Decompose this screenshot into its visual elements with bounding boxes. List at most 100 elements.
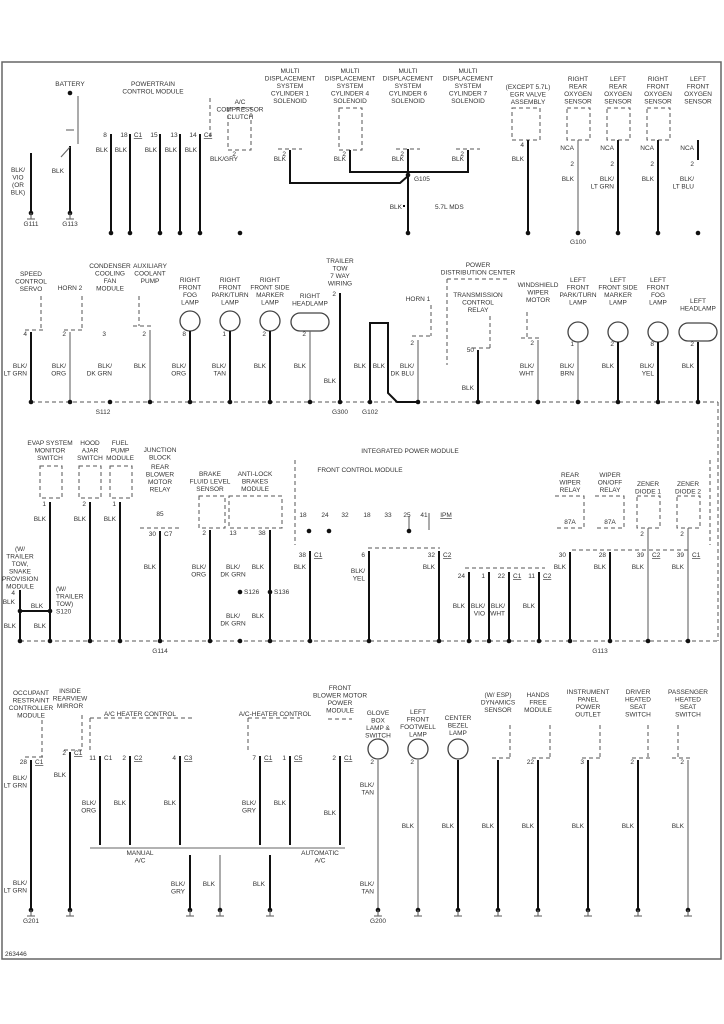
wire-color-label: BLK/ORG — [171, 363, 186, 378]
splice-dot — [405, 230, 411, 236]
splice-dot — [685, 638, 691, 644]
splice-dot — [475, 399, 481, 405]
pin-number: 2 — [82, 501, 86, 508]
pin-number: 2 — [680, 531, 684, 538]
splice-dot — [567, 638, 573, 644]
pin-number: 15 — [150, 132, 158, 139]
zener2-outline — [676, 495, 701, 529]
lamp-icon — [607, 321, 629, 343]
lamp-icon — [407, 738, 429, 760]
pin-number: 13 — [229, 530, 237, 537]
splice-dot — [197, 230, 203, 236]
wire-color-label: BLK/GRY — [171, 881, 186, 896]
pin-number: 1 — [481, 573, 485, 580]
connector-label: IPM — [440, 512, 452, 519]
pin-number: 2 — [650, 161, 654, 168]
wire-color-label: BLK — [373, 363, 386, 370]
brake-fluid-outline — [198, 495, 226, 529]
pin-number: 2 — [202, 530, 206, 537]
wire-color-label: BLK — [203, 881, 216, 888]
wire-color-label: BLK — [52, 168, 65, 175]
splice-dot — [575, 399, 581, 405]
pin-number: 11 — [528, 573, 535, 580]
ground-label: G102 — [362, 409, 378, 416]
splice-dot — [207, 638, 213, 644]
pin-number: 14 — [189, 132, 197, 139]
pin-number: 2 — [282, 151, 286, 158]
wire-color-label: BLK — [185, 147, 198, 154]
wire-color-label: BLK — [324, 378, 337, 385]
ac-heater-control-auto-label: A/C-HEATER CONTROL — [239, 711, 312, 718]
mds-note: 5.7L MDS — [435, 204, 464, 211]
pin-number: 38 — [299, 552, 307, 559]
pin-number: 30 — [149, 531, 157, 538]
lamp-icon — [179, 310, 201, 332]
pin-number: 18 — [120, 132, 128, 139]
pin-number: 2 — [262, 331, 266, 338]
wire-color-label: BLK/YEL — [351, 568, 365, 583]
g114-label: G114 — [152, 648, 168, 655]
wire-color-label: BLK/LT GRN — [4, 880, 28, 895]
figure-id: 263446 — [5, 951, 27, 958]
wire-color-label: BLK — [134, 363, 147, 370]
ground-label: G300 — [332, 409, 348, 416]
wire-color-label: BLK — [254, 363, 267, 370]
pin-number: 13 — [170, 132, 178, 139]
wire-color-label: BLK — [252, 613, 265, 620]
s136-label: S136 — [274, 589, 290, 596]
wire-color-label: BLK/DK BLU — [391, 363, 415, 378]
splice-dot — [615, 230, 621, 236]
wire-color-label: BLK — [672, 564, 685, 571]
abs-outline — [228, 495, 283, 529]
g105-label: G105 — [414, 176, 430, 183]
splice-dot — [645, 638, 651, 644]
pin-number: 1 — [42, 501, 46, 508]
wire-color-label: BLK — [31, 603, 44, 610]
connector-label: C2 — [443, 552, 452, 559]
wire-color-label: BLK — [354, 363, 367, 370]
wire-color-label: BLK/GRY — [242, 800, 257, 815]
pin-number: 2 — [690, 341, 694, 348]
wire-color-label: BLK/LT GRN — [4, 363, 28, 378]
wire-color-label: BLK — [452, 156, 465, 163]
wire-color-label: BLK/TAN — [212, 363, 226, 378]
wire-color-label: BLK — [96, 147, 109, 154]
pin-number: 39 — [677, 552, 685, 559]
wire-color-label: BLK — [145, 147, 158, 154]
connector-label: C1 — [134, 132, 143, 139]
pin-number: 2 — [400, 151, 404, 158]
pin-number: 8 — [103, 132, 107, 139]
pin-number: 2 — [410, 340, 414, 347]
splice-dot — [405, 172, 411, 178]
wire-color-label: BLK/TAN — [360, 782, 374, 797]
splice-dot — [47, 638, 53, 644]
wire-color-label: BLK — [572, 823, 585, 830]
splice-dot — [367, 399, 373, 405]
connector-label: C2 — [652, 552, 661, 559]
wire-color-label: BLK — [402, 823, 415, 830]
wire-color-label: BLK — [390, 204, 403, 211]
wire-color-label: BLK — [554, 564, 567, 571]
wire-color-label: BLK — [594, 564, 607, 571]
horn2-label: HORN 2 — [58, 285, 83, 292]
connector-label: C1 — [344, 755, 353, 762]
hood-outline — [78, 465, 102, 499]
pin-number: 6 — [361, 552, 365, 559]
